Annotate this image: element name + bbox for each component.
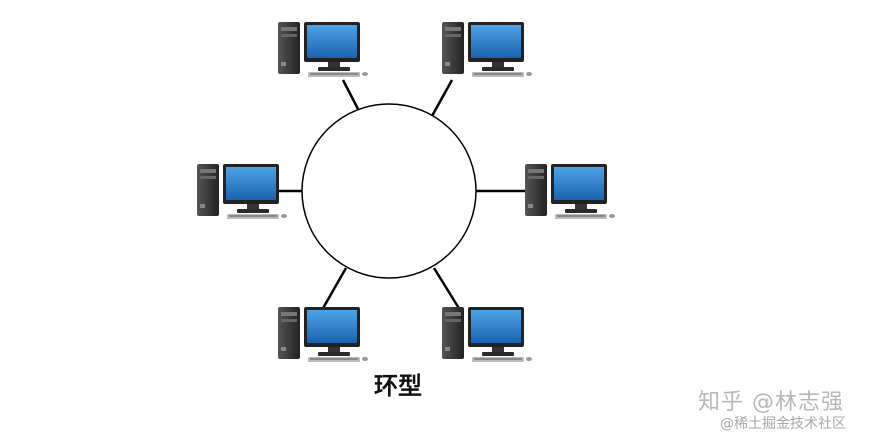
ring-circle xyxy=(301,103,477,279)
computer-icon xyxy=(442,307,532,362)
computer-icon xyxy=(442,22,532,77)
computer-icon xyxy=(278,307,368,362)
diagram-label: 环型 xyxy=(374,372,422,400)
link-top-left xyxy=(341,79,360,110)
link-bottom-right xyxy=(432,267,462,311)
link-top-right xyxy=(430,79,454,117)
zhihu-watermark: 知乎 @林志强 xyxy=(698,390,844,415)
computer-icon xyxy=(278,22,368,77)
computer-icon xyxy=(197,164,287,219)
juejin-watermark: @稀土掘金技术社区 xyxy=(720,416,846,432)
link-bottom-left xyxy=(320,267,348,311)
computer-icon xyxy=(525,164,615,219)
ring-links xyxy=(278,79,526,311)
